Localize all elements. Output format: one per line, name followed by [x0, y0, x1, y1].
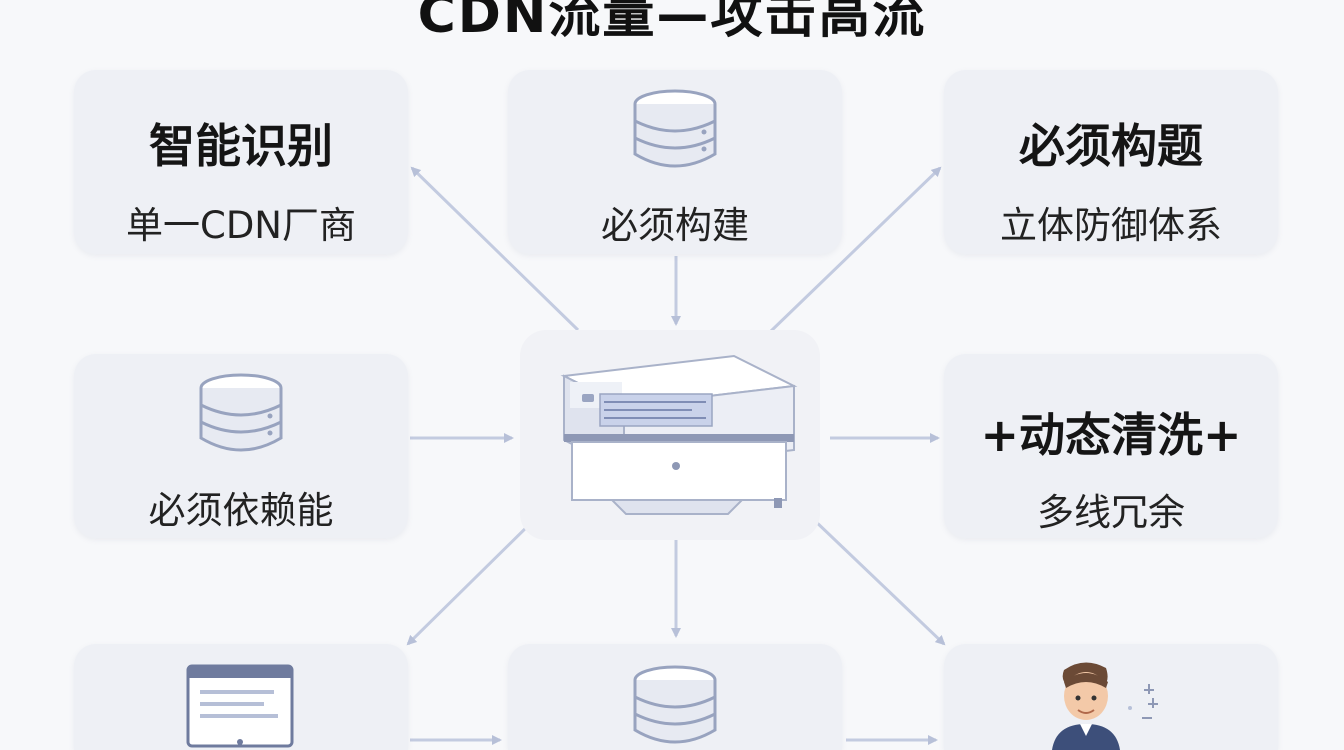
database-icon	[633, 665, 717, 744]
card-subtitle: 单一CDN厂商	[125, 204, 356, 247]
card-bottom-right	[944, 644, 1278, 750]
card-mid-left: 必须依赖能	[74, 354, 408, 538]
user-avatar-icon	[1052, 662, 1158, 750]
card-top-left: 智能识别 单一CDN厂商	[74, 70, 408, 254]
database-icon	[633, 89, 717, 168]
card-bottom-left	[74, 644, 408, 750]
arrow-center-to-bottom-left	[406, 516, 538, 646]
page-title: CDN流量—攻击高流	[417, 0, 927, 45]
card-subtitle: 多线冗余	[1037, 491, 1185, 534]
card-subtitle: 必须依赖能	[148, 489, 334, 532]
database-icon	[199, 373, 283, 452]
card-title: +动态清洗+	[980, 408, 1242, 462]
card-title: 必须构题	[1019, 119, 1203, 173]
card-title: 智能识别	[149, 119, 333, 173]
center-server-card	[520, 330, 820, 540]
card-top-right: 必须构题 立体防御体系	[944, 70, 1278, 254]
card-bottom-center	[508, 644, 842, 750]
arrow-center-to-bottom-right	[810, 516, 946, 646]
card-top-center: 必须构建	[508, 70, 842, 254]
card-mid-right: +动态清洗+ 多线冗余	[944, 354, 1278, 538]
server-appliance-icon	[560, 354, 798, 515]
card-subtitle: 必须构建	[601, 204, 749, 247]
card-subtitle: 立体防御体系	[1000, 204, 1222, 247]
browser-window-icon	[186, 664, 294, 748]
